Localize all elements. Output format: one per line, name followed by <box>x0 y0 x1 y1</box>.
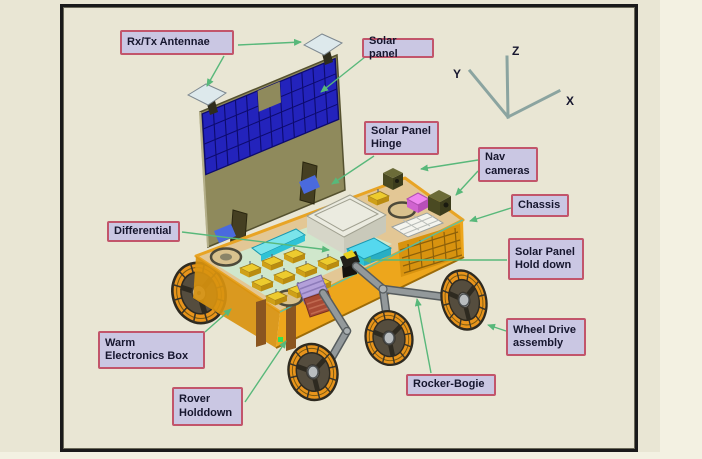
white-grid-tray <box>390 212 445 238</box>
figure-border-frame <box>60 4 638 452</box>
arrow-wheel-drive <box>487 323 507 332</box>
callout-rover-holddown: Rover Holddown <box>172 387 243 426</box>
axes-triad <box>467 55 562 120</box>
y-axis-line <box>467 68 511 120</box>
callout-rx-tx-antennae: Rx/Tx Antennae <box>120 30 234 55</box>
arrow-differential <box>181 231 330 253</box>
electronics-enclosure-box <box>305 194 388 254</box>
pink-equipment-box <box>405 192 431 213</box>
arrow-solar-panel-hinge <box>331 155 375 185</box>
callout-solar-panel-hold-down: Solar Panel Hold down <box>508 238 584 280</box>
x-axis-line <box>505 88 562 120</box>
rx-tx-antenna-right <box>302 33 344 65</box>
deck-equipment <box>209 168 451 342</box>
callout-arrows <box>181 38 512 403</box>
arrow-rx-tx-right <box>237 38 302 46</box>
arrow-solar-panel <box>320 56 366 93</box>
z-axis-label: Z <box>512 44 520 58</box>
nav-camera-far <box>383 168 403 190</box>
callout-rocker-bogie: Rocker-Bogie <box>406 374 496 396</box>
arrow-rover-holddown <box>244 340 287 403</box>
y-axis-label: Y <box>453 67 462 81</box>
callout-chassis: Chassis <box>511 194 569 217</box>
callout-nav-cameras: Nav cameras <box>478 147 538 182</box>
arrow-warm-electronics-box <box>204 308 232 333</box>
callout-solar-panel-hinge: Solar Panel Hinge <box>364 121 439 155</box>
arrow-nav-camera-near <box>455 170 479 196</box>
callout-solar-panel: Solar panel <box>362 35 434 60</box>
x-axis-label: X <box>566 94 575 108</box>
callout-differential: Differential <box>107 221 180 242</box>
arrow-nav-camera-far <box>420 159 479 172</box>
nav-camera-near <box>428 190 451 216</box>
arrow-rocker-bogie <box>414 298 432 374</box>
arrow-chassis <box>469 207 512 223</box>
callout-wheel-drive-assembly: Wheel Drive assembly <box>506 318 586 356</box>
rx-tx-antenna-left <box>186 83 228 115</box>
arrow-rx-tx-left <box>206 55 225 87</box>
z-axis-line <box>505 55 510 119</box>
rover-holddown-marker <box>278 337 283 342</box>
callout-warm-electronics-box: Warm Electronics Box <box>98 331 205 369</box>
